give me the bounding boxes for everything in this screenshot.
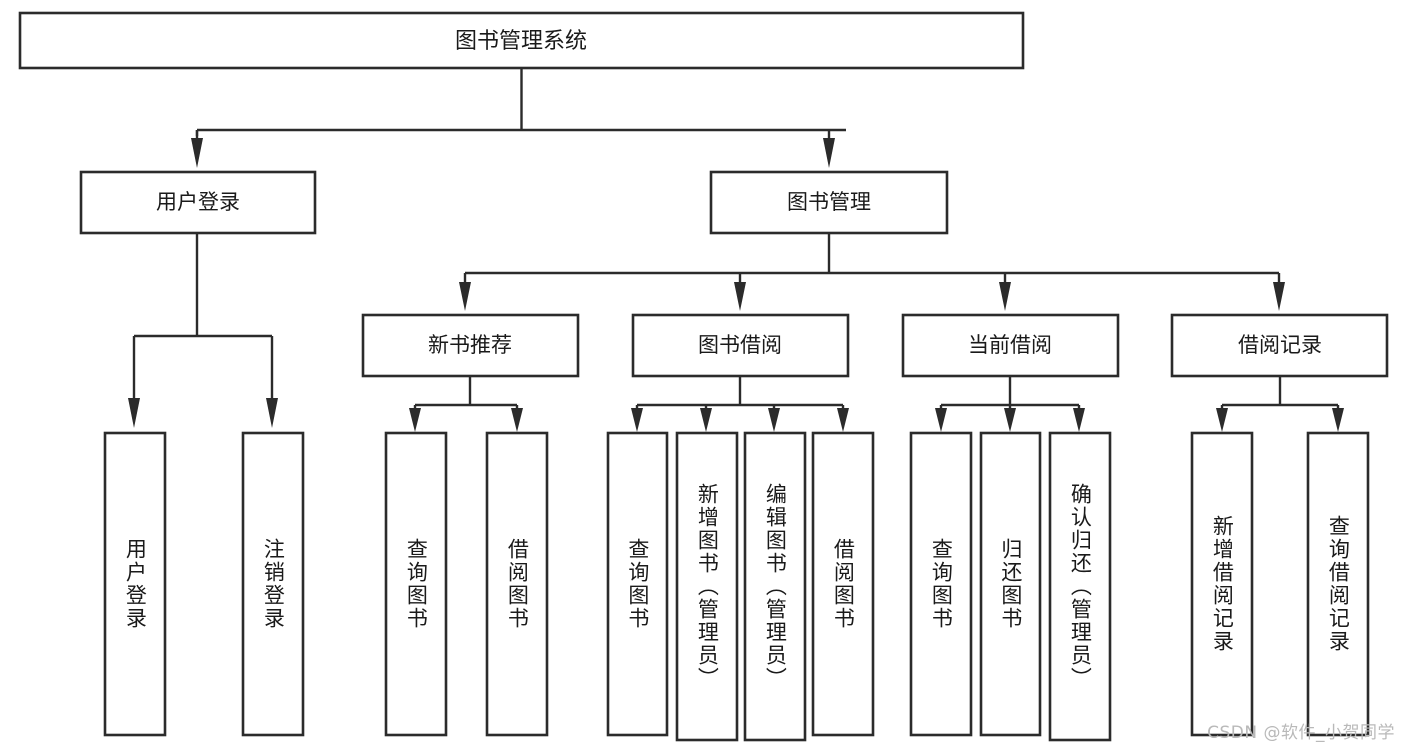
arrowhead-nb-borrow bbox=[511, 408, 523, 432]
arrowhead-br-add bbox=[1216, 408, 1228, 432]
node-borrow-record-box[interactable] bbox=[1170, 313, 1389, 378]
arrowhead-new-book bbox=[459, 282, 471, 311]
node-book-borrow-box[interactable] bbox=[631, 313, 850, 378]
node-book-mgmt-label: 图书管理 bbox=[787, 190, 871, 214]
node-current-borrow-label: 当前借阅 bbox=[968, 333, 1052, 357]
node-new-book-label: 新书推荐 bbox=[428, 333, 512, 357]
leaf-box-br-add-record[interactable] bbox=[1190, 431, 1254, 737]
node-user-login-box[interactable] bbox=[79, 170, 317, 235]
node-current-borrow-box[interactable] bbox=[901, 313, 1120, 378]
node-book-borrow-label: 图书借阅 bbox=[698, 333, 782, 357]
node-layer: 图书管理系统 用户登录 图书管理 新书推荐 图书借阅 当前借阅 借阅记录 bbox=[18, 11, 1389, 742]
node-borrow-record-label: 借阅记录 bbox=[1238, 333, 1322, 357]
node-book-mgmt-box[interactable] bbox=[709, 170, 949, 235]
arrowhead-bb-borrow bbox=[837, 408, 849, 432]
arrowhead-cb-confirm bbox=[1073, 408, 1085, 432]
leaf-box-cb-query-book[interactable] bbox=[909, 431, 973, 737]
node-new-book-box[interactable] bbox=[361, 313, 580, 378]
arrowhead-bb-add bbox=[700, 408, 712, 432]
leaf-box-cb-confirm-return[interactable] bbox=[1048, 431, 1112, 742]
leaf-box-cb-return-book[interactable] bbox=[979, 431, 1042, 737]
node-root-box[interactable] bbox=[18, 11, 1025, 70]
arrowhead-book-mgmt bbox=[823, 138, 835, 168]
arrowhead-cb-return bbox=[1004, 408, 1016, 432]
arrowhead-br-query bbox=[1332, 408, 1344, 432]
leaf-box-bb-borrow-book[interactable] bbox=[811, 431, 875, 737]
arrowhead-leaf-user-login bbox=[128, 398, 140, 428]
watermark-text: CSDN @软件_小贺同学 bbox=[1207, 723, 1395, 743]
arrowhead-borrow-record bbox=[1273, 282, 1285, 311]
arrowhead-nb-query bbox=[409, 408, 421, 432]
arrowhead-user-login bbox=[191, 138, 203, 168]
arrowhead-current-borrow bbox=[999, 282, 1011, 311]
leaf-box-nb-borrow-book[interactable] bbox=[485, 431, 549, 737]
arrowhead-book-borrow bbox=[734, 282, 746, 311]
node-user-login-label: 用户登录 bbox=[156, 190, 240, 214]
node-root-label: 图书管理系统 bbox=[455, 29, 587, 54]
arrowhead-bb-edit bbox=[768, 408, 780, 432]
leaf-box-nb-query-book[interactable] bbox=[384, 431, 448, 737]
leaf-box-br-query-record[interactable] bbox=[1306, 431, 1370, 737]
arrowhead-cb-query bbox=[935, 408, 947, 432]
leaf-box-bb-edit-book[interactable] bbox=[743, 431, 807, 742]
leaf-box-bb-query-book[interactable] bbox=[606, 431, 669, 737]
leaf-box-bb-add-book[interactable] bbox=[675, 431, 739, 742]
arrowhead-leaf-logout bbox=[266, 398, 278, 428]
leaf-box-user-login[interactable] bbox=[103, 431, 167, 737]
connector-layer bbox=[128, 68, 1344, 432]
leaf-box-logout[interactable] bbox=[241, 431, 305, 737]
arrowhead-bb-query bbox=[631, 408, 643, 432]
